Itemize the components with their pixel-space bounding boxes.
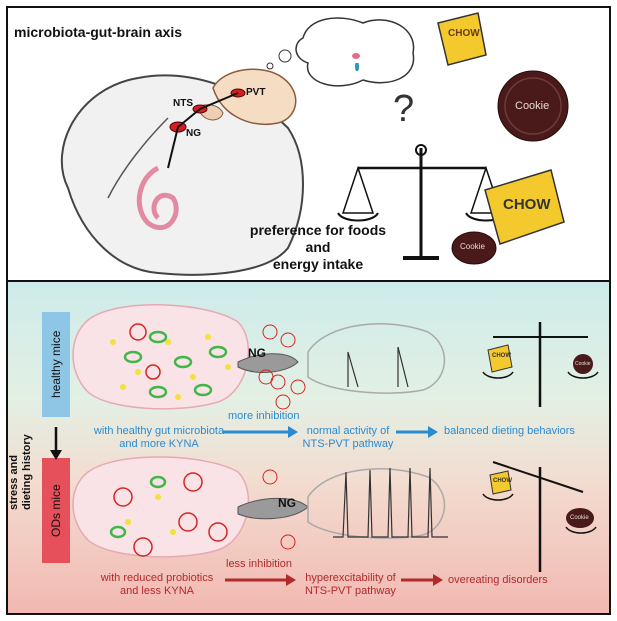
cookie-label-small: Cookie — [460, 242, 485, 251]
chow-bag-large — [484, 169, 565, 245]
gut-illustration — [136, 165, 179, 231]
cookie-small-label-2: Cookie — [570, 515, 589, 521]
question-mark: ? — [393, 88, 415, 130]
healthy-desc-2: and more KYNA — [119, 438, 199, 450]
brain-bottom — [307, 468, 445, 539]
healthy-mice-text: healthy mice — [49, 330, 63, 399]
stress-line-2: dieting history — [21, 434, 33, 510]
preference-line-3: energy intake — [272, 256, 364, 272]
healthy-gut — [72, 304, 250, 410]
top-illustration — [60, 12, 569, 276]
ng-top-label: NG — [248, 346, 266, 360]
top-title: microbiota-gut-brain axis — [14, 24, 183, 40]
more-inhibition: more inhibition — [228, 410, 300, 422]
reduced-line-2: and less KYNA — [120, 585, 194, 597]
pvt-label: PVT — [246, 87, 266, 98]
preference-line-2: and — [305, 239, 331, 255]
chow-label-small: CHOW — [448, 28, 480, 39]
healthy-mice-label: healthy mice — [42, 312, 70, 417]
ng-label: NG — [186, 128, 201, 139]
ng-top — [237, 353, 299, 373]
reduced-desc: with reduced probiotics and less KYNA — [82, 572, 232, 598]
ng-bottom-label: NG — [278, 496, 296, 510]
normal-line-2: NTS-PVT pathway — [302, 438, 394, 450]
cookie-small-label-1: Cookie — [575, 361, 591, 367]
stress-label: stress and dieting history — [8, 420, 40, 510]
normal-line-1: normal activity of — [306, 425, 390, 437]
preference-text: preference for foods and energy intake — [228, 222, 408, 273]
chow-small-label-1: CHOW — [492, 353, 511, 359]
nts-label: NTS — [173, 98, 193, 109]
ods-mice-text: ODs mice — [49, 484, 63, 537]
healthy-mice-box — [42, 312, 70, 417]
healthy-desc: with healthy gut microbiota and more KYN… — [74, 425, 244, 451]
chow-bag-small — [437, 12, 487, 66]
stress-line-1: stress and — [8, 454, 20, 510]
ods-mice-box — [42, 458, 70, 563]
chow-label-large: CHOW — [503, 196, 551, 213]
cookie-small — [451, 231, 497, 265]
chow-small-label-2: CHOW — [493, 478, 512, 484]
overeating-disorders: overeating disorders — [448, 574, 548, 586]
balanced-behaviors: balanced dieting behaviors — [444, 425, 575, 437]
hyper-line-2: NTS-PVT pathway — [305, 585, 396, 597]
cookie-large — [497, 70, 569, 142]
brain-illustration — [212, 68, 297, 125]
figure-frame — [6, 6, 611, 615]
healthy-desc-1: with healthy gut microbiota — [93, 425, 225, 437]
bottom-illustration — [42, 304, 599, 586]
mouse-body — [60, 74, 304, 276]
hyper-line-1: hyperexcitability of — [305, 572, 396, 584]
less-inhibition: less inhibition — [226, 558, 293, 570]
reduced-line-1: with reduced probiotics — [100, 572, 214, 584]
cookie-label-large: Cookie — [515, 100, 550, 112]
preference-line-1: preference for foods — [249, 222, 387, 238]
od-gut — [72, 456, 250, 558]
bottom-panel: healthy mice ODs mice stress and dieting… — [8, 282, 609, 613]
normal-activity: normal activity of NTS-PVT pathway — [298, 425, 398, 451]
top-panel: microbiota-gut-brain axis NTS PVT NG CHO… — [8, 8, 609, 282]
brain-top — [307, 323, 445, 394]
ods-mice-label: ODs mice — [42, 458, 70, 563]
thought-bubble — [295, 17, 415, 87]
hyperexcitability: hyperexcitability of NTS-PVT pathway — [298, 572, 403, 598]
